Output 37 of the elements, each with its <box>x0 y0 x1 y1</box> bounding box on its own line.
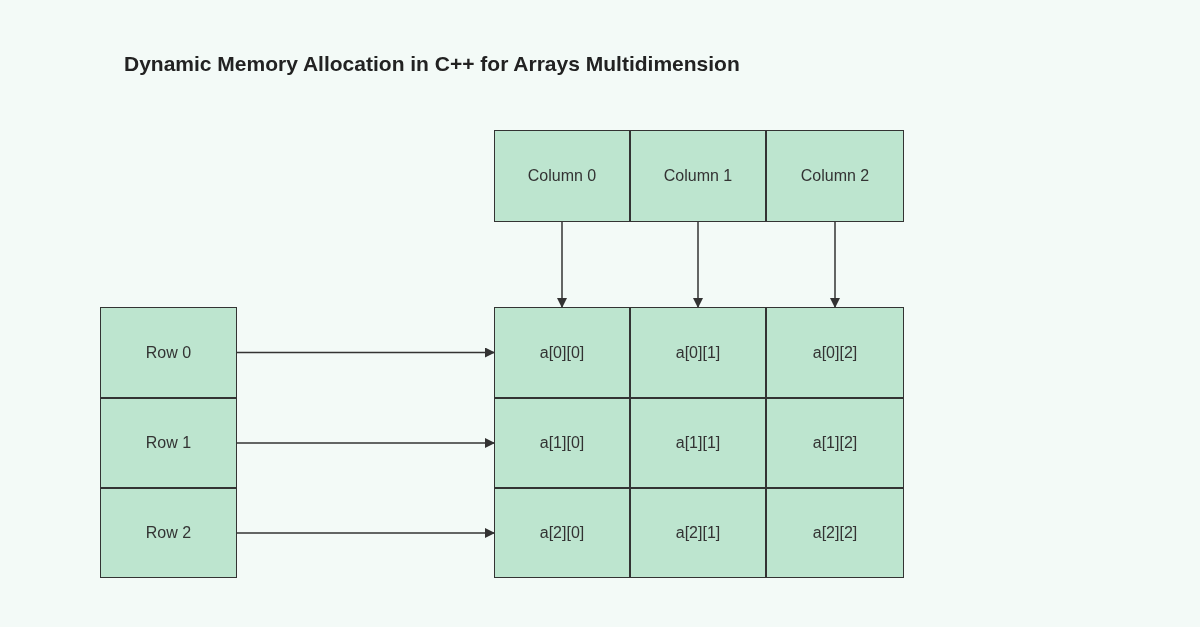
row-box <box>100 488 237 578</box>
array-cell <box>766 488 904 578</box>
arrow <box>557 221 567 308</box>
arrow <box>830 221 840 308</box>
diagram-title: Dynamic Memory Allocation in C++ for Arrays Multidimension <box>124 52 740 76</box>
node-label: a[2][1] <box>675 524 721 542</box>
node-label: a[1][1] <box>675 434 721 452</box>
array-cell <box>494 398 630 488</box>
node-label: a[2][2] <box>812 524 858 542</box>
node-label: Column 2 <box>800 167 870 185</box>
node-label: a[2][0] <box>539 524 585 542</box>
row-box <box>100 307 237 398</box>
row-box <box>100 398 237 488</box>
column-box <box>766 130 904 222</box>
array-cell <box>630 398 766 488</box>
node-label: Column 0 <box>527 167 597 185</box>
array-cell <box>766 307 904 398</box>
arrow <box>693 221 703 308</box>
node-label: a[1][2] <box>812 434 858 452</box>
node-label: a[0][0] <box>539 343 585 362</box>
node-label: Row 2 <box>145 524 192 542</box>
column-box <box>630 130 766 222</box>
arrow <box>236 528 495 538</box>
node-label: Row 0 <box>145 343 192 362</box>
node-label: a[1][0] <box>539 434 585 452</box>
array-cell <box>630 307 766 398</box>
array-cell <box>766 398 904 488</box>
node-label: Row 1 <box>145 434 192 452</box>
arrow <box>236 347 495 358</box>
node-label: a[0][2] <box>812 343 858 362</box>
arrow <box>236 438 495 448</box>
node-label: Column 1 <box>663 167 733 185</box>
column-box <box>494 130 630 222</box>
array-cell <box>494 307 630 398</box>
node-label: a[0][1] <box>675 343 721 362</box>
array-cell <box>494 488 630 578</box>
array-cell <box>630 488 766 578</box>
